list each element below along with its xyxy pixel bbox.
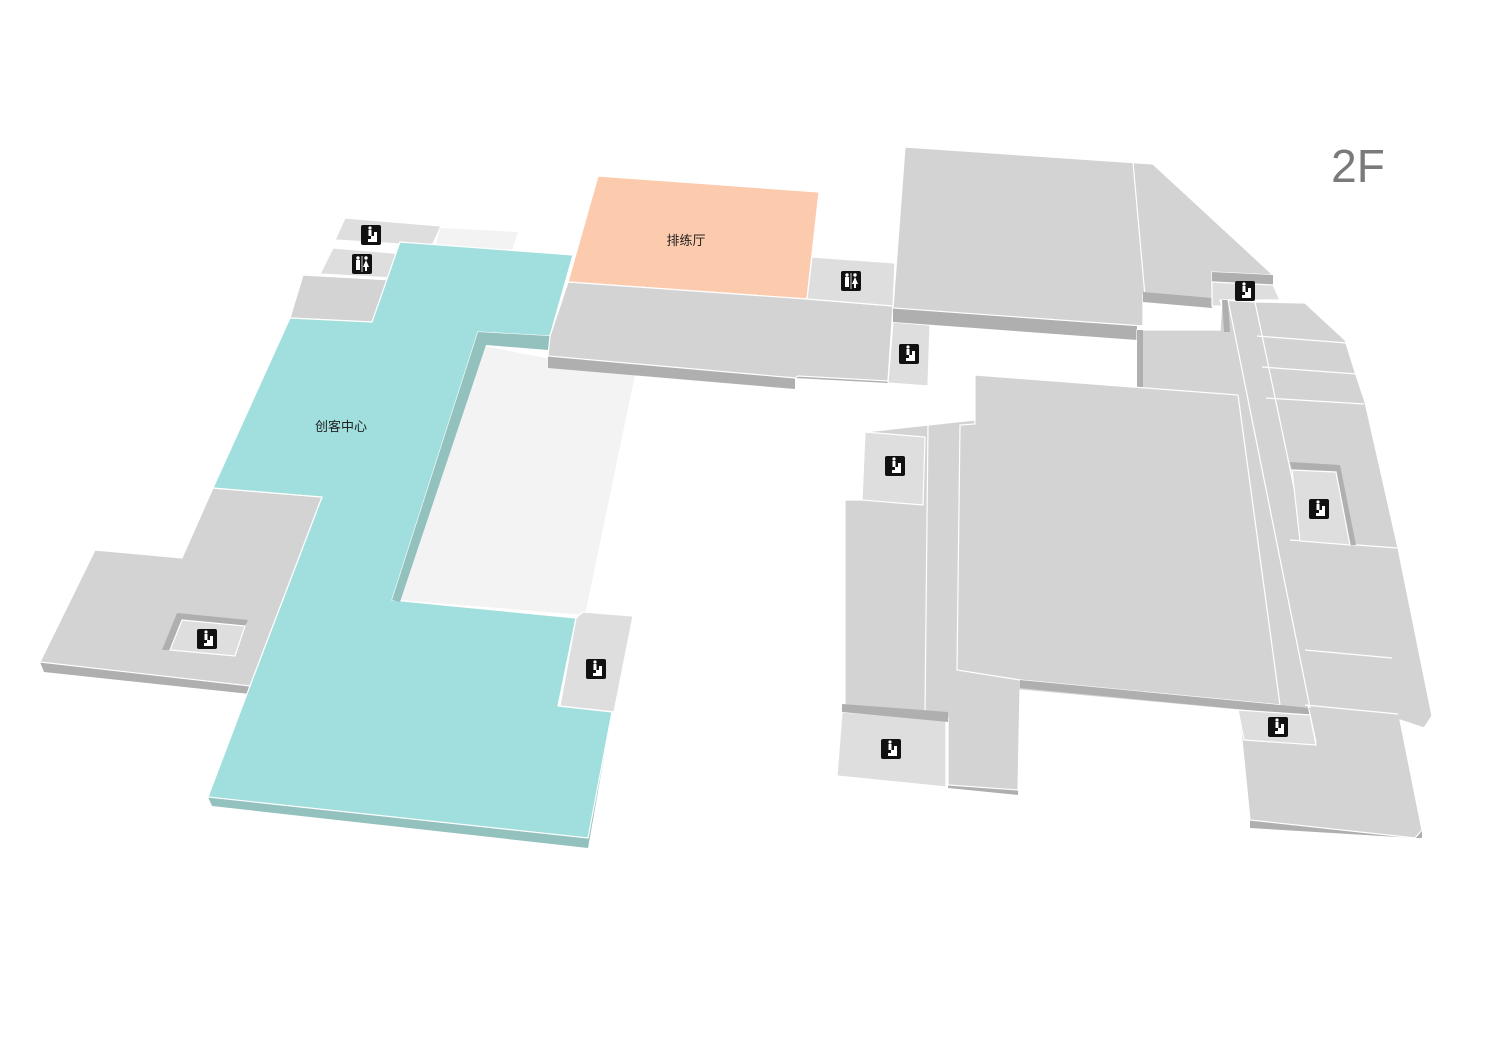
room-main-hall[interactable]: [956, 374, 1281, 706]
room-label-rehearsal-hall: 排练厅: [666, 234, 705, 249]
stairs-icon[interactable]: [197, 629, 217, 649]
stairs-icon[interactable]: [1309, 499, 1329, 519]
wall: [40, 662, 250, 694]
elevator-shaft-wall: [162, 613, 248, 650]
wall: [1222, 300, 1230, 332]
wall: [842, 704, 948, 722]
stairs-icon[interactable]: [881, 739, 901, 759]
wall: [1137, 330, 1143, 387]
stairs-icon[interactable]: [885, 456, 905, 476]
wall: [392, 332, 550, 602]
stairs-icon[interactable]: [1268, 717, 1288, 737]
wall: [1250, 820, 1422, 838]
stairs-icon[interactable]: [361, 225, 381, 245]
wall: [1020, 680, 1310, 716]
corridor-top: [436, 228, 518, 250]
room-label-maker-center: 创客中心: [315, 419, 367, 435]
stairs-icon[interactable]: [586, 659, 606, 679]
stairs-icon[interactable]: [899, 344, 919, 364]
elevator-shaft-wall: [1290, 462, 1356, 545]
restroom-icon[interactable]: [841, 271, 861, 291]
wall: [208, 797, 588, 848]
stairs-icon[interactable]: [1235, 281, 1255, 301]
wall: [1212, 272, 1273, 285]
wall: [893, 308, 1137, 340]
restroom-icon[interactable]: [352, 254, 372, 274]
wall: [1143, 292, 1212, 308]
floor-label: 2F: [1331, 140, 1385, 192]
stair-room[interactable]: [334, 217, 442, 247]
